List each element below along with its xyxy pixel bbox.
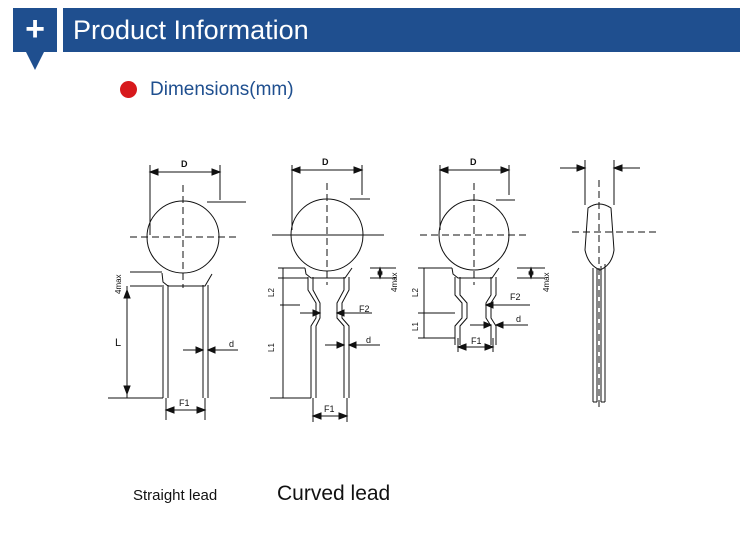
label-4max: 4max: [390, 272, 399, 292]
bullet-dot-icon: [120, 81, 137, 98]
section-title: Dimensions(mm): [150, 79, 294, 100]
curved-lead-figure-2: D L2 L1 F2 d F1 4max: [411, 157, 551, 352]
label-d: d: [366, 335, 371, 345]
label-D: D: [322, 157, 329, 167]
side-view-figure: [560, 160, 656, 410]
caption-straight-lead: Straight lead: [133, 487, 218, 504]
label-d: d: [229, 339, 234, 349]
page-title: Product Information: [73, 15, 309, 45]
label-F2: F2: [359, 304, 370, 314]
label-L: L: [115, 337, 121, 349]
label-4max: 4max: [114, 274, 123, 294]
label-F1: F1: [324, 404, 335, 414]
label-d: d: [516, 314, 521, 324]
section-header: + Product Information: [13, 8, 740, 70]
caption-curved-lead: Curved lead: [277, 482, 391, 505]
label-4max: 4max: [542, 272, 551, 292]
title-bar: Product Information: [63, 8, 740, 52]
label-L1: L1: [267, 343, 276, 352]
label-L2: L2: [267, 288, 276, 297]
straight-lead-figure: D 4max L F1 d: [108, 159, 246, 420]
curved-lead-figure-1: D L2 L1 F2 d F1: [267, 157, 399, 422]
label-D: D: [470, 157, 477, 167]
plus-badge: +: [13, 8, 57, 52]
label-F1: F1: [471, 336, 482, 346]
label-F2: F2: [510, 292, 521, 302]
label-L1: L1: [411, 322, 420, 331]
label-D: D: [181, 159, 188, 169]
label-F1: F1: [179, 398, 190, 408]
label-L2: L2: [411, 288, 420, 297]
plus-icon: +: [25, 10, 45, 48]
badge-pointer: [26, 52, 44, 70]
